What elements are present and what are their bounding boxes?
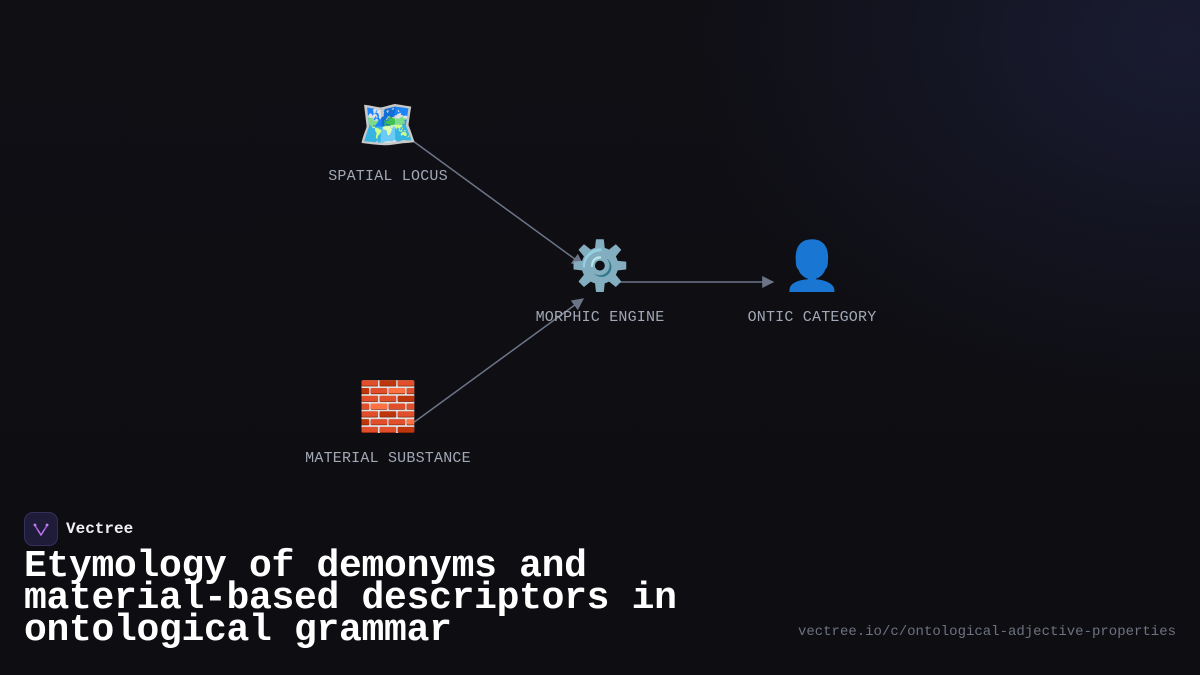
edge-material-to-morphic [412,298,584,424]
person-silhouette-icon: 👤 [782,238,842,294]
node-label-spatial: SPATIAL LOCUS [328,168,448,185]
brick-icon: 🧱 [358,379,418,435]
node-label-material: MATERIAL SUBSTANCE [305,450,471,467]
vectree-logo-icon [24,512,58,546]
world-map-icon: 🗺️ [358,97,418,153]
node-spatial: 🗺️ SPATIAL LOCUS [328,97,448,185]
node-label-morphic: MORPHIC ENGINE [536,309,665,326]
source-url: vectree.io/c/ontological-adjective-prope… [797,624,1176,640]
node-ontic: 👤 ONTIC CATEGORY [748,238,877,326]
node-label-ontic: ONTIC CATEGORY [748,309,877,326]
page-title: Etymology of demonyms and material-based… [24,545,677,652]
node-morphic: ⚙️ MORPHIC ENGINE [536,238,665,326]
brand: Vectree [24,512,133,546]
node-material: 🧱 MATERIAL SUBSTANCE [305,379,471,467]
brand-name: Vectree [66,520,134,538]
gear-icon: ⚙️ [570,238,630,294]
edge-spatial-to-morphic [412,140,584,266]
